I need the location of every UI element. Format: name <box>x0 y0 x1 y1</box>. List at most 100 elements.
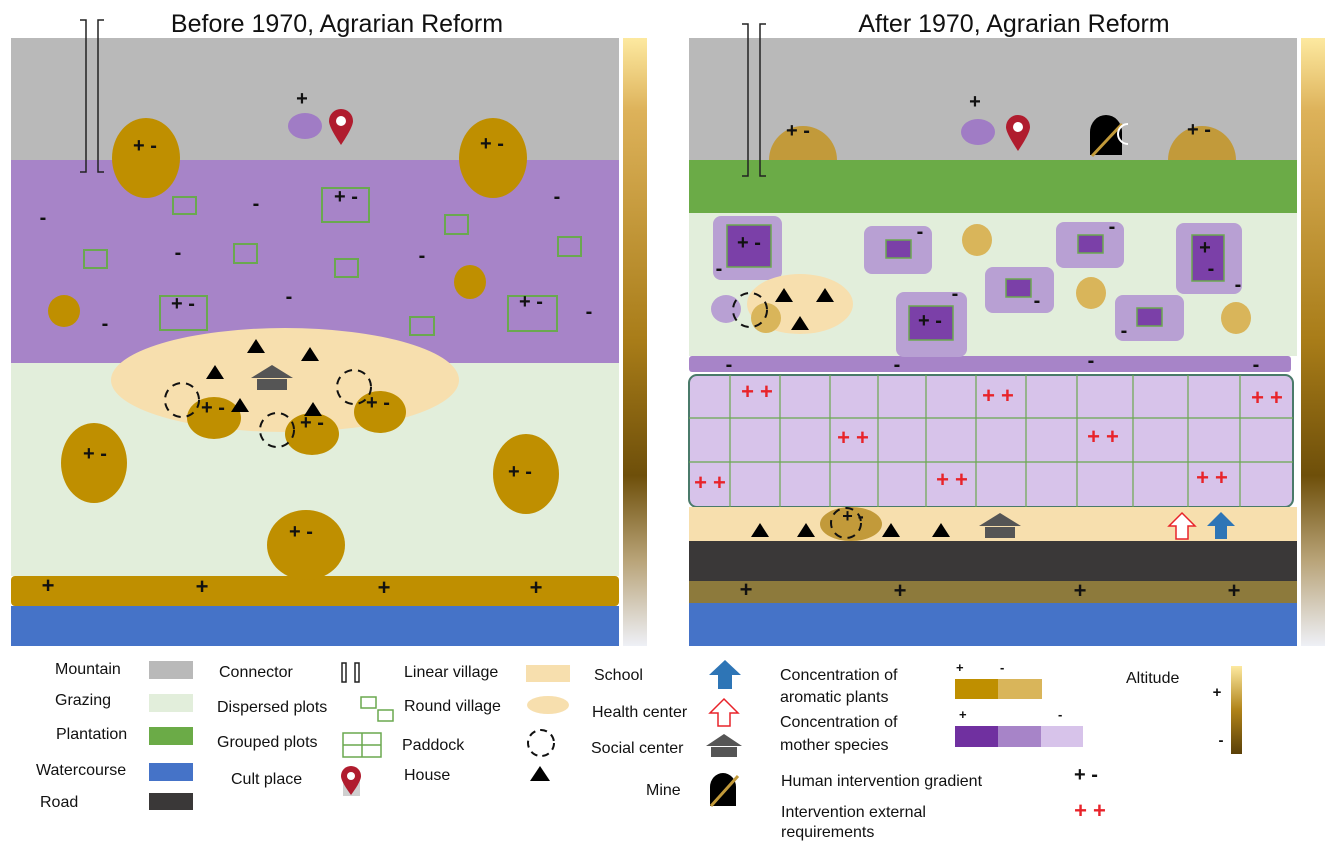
svg-text:+: + <box>196 574 209 599</box>
svg-text:-: - <box>1235 274 1242 296</box>
svg-text:-: - <box>1034 290 1041 312</box>
house-icon <box>304 402 322 416</box>
watercourse <box>11 606 619 646</box>
plantation-zone <box>689 160 1297 213</box>
svg-text:+: + <box>42 573 55 598</box>
svg-text:+: + <box>740 577 753 602</box>
svg-text:+: + <box>378 575 391 600</box>
connector-icon <box>341 662 360 683</box>
mother-high-swatch <box>955 726 998 747</box>
svg-text:-: - <box>175 242 182 264</box>
house-icon <box>206 365 224 379</box>
svg-text:-: - <box>1219 732 1224 749</box>
paddock-icon <box>527 729 555 757</box>
legend-social-center-label: Social center <box>591 740 684 757</box>
legend-mountain-label: Mountain <box>55 661 121 678</box>
dispersed-plots-icon <box>360 696 394 722</box>
svg-text:+ -: + - <box>133 135 157 157</box>
house-icon <box>775 288 793 302</box>
svg-text:+ -: + - <box>366 392 390 414</box>
legend-human-gradient-label: Human intervention gradient <box>781 773 983 790</box>
legend-watercourse-label: Watercourse <box>36 762 126 779</box>
house-icon <box>816 288 834 302</box>
legend-connector-label: Connector <box>219 664 293 681</box>
svg-text:-: - <box>102 313 109 335</box>
legend-conc-mother-line2: mother species <box>780 737 889 754</box>
mine-icon <box>1090 115 1129 158</box>
svg-text:+ -: + - <box>508 461 532 483</box>
aromatic-low-swatch <box>998 679 1042 699</box>
legend-linear-village-label: Linear village <box>404 664 498 681</box>
svg-text:-: - <box>1000 660 1004 675</box>
cult-place-icon <box>1006 115 1030 151</box>
svg-text:+: + <box>959 707 967 722</box>
svg-text:+: + <box>1228 578 1241 603</box>
round-village-swatch <box>527 696 569 714</box>
svg-text:+ -: + - <box>842 506 864 526</box>
svg-text:+ -: + - <box>480 133 504 155</box>
mountain-zone <box>11 38 619 160</box>
svg-text:+: + <box>969 91 981 113</box>
social-center-icon <box>979 513 1021 538</box>
house-icon <box>932 523 950 537</box>
connector-icon <box>80 19 104 173</box>
svg-text:+ +: + + <box>1196 465 1228 490</box>
before-title: Before 1970, Agrarian Reform <box>171 10 503 38</box>
legend-health-center-label: Health center <box>592 704 688 721</box>
svg-text:-: - <box>419 245 426 267</box>
school-icon <box>1207 512 1235 539</box>
house-icon <box>797 523 815 537</box>
svg-text:+ -: + - <box>171 293 195 315</box>
svg-text:+ +: + + <box>1251 385 1283 410</box>
legend-dispersed-plots-label: Dispersed plots <box>217 699 327 716</box>
before-panel: + + - + - + - + - + - + - + - + - + - + … <box>11 19 619 646</box>
svg-text:+ -: + - <box>1074 764 1098 786</box>
svg-text:-: - <box>917 221 924 243</box>
legend-road-swatch <box>149 793 193 810</box>
altitude-bar-before <box>623 38 647 646</box>
legend-grazing-swatch <box>149 694 193 712</box>
legend-round-village-label: Round village <box>404 698 501 715</box>
altitude-legend-bar <box>1231 666 1242 754</box>
road <box>689 541 1297 581</box>
legend-school-label: School <box>594 667 643 684</box>
paddock-icon <box>164 382 200 418</box>
svg-text:-: - <box>726 354 733 376</box>
svg-text:+ -: + - <box>786 120 810 142</box>
svg-text:+ -: + - <box>201 397 225 419</box>
house-icon <box>247 339 265 353</box>
legend: Mountain Grazing Plantation Watercourse … <box>36 660 1242 841</box>
legend-house-label: House <box>404 767 450 784</box>
svg-text:-: - <box>286 286 293 308</box>
legend-external-line2: requirements <box>781 824 874 841</box>
legend-grouped-plots-label: Grouped plots <box>217 734 318 751</box>
house-icon <box>791 316 809 330</box>
svg-text:-: - <box>1109 216 1116 238</box>
legend-cult-place-label: Cult place <box>231 771 302 788</box>
svg-text:+: + <box>894 578 907 603</box>
svg-text:+ -: + - <box>519 291 543 313</box>
mother-mid-swatch <box>998 726 1041 747</box>
legend-watercourse-swatch <box>149 763 193 781</box>
health-center-icon <box>1167 511 1197 540</box>
svg-text:-: - <box>1088 350 1095 372</box>
svg-text:-: - <box>1253 354 1260 376</box>
svg-text:-: - <box>586 301 593 323</box>
paddock-icon <box>259 412 295 448</box>
svg-text:+ -: + - <box>737 232 761 254</box>
after-title: After 1970, Agrarian Reform <box>858 10 1169 38</box>
svg-text:-: - <box>1121 320 1128 342</box>
svg-text:+ +: + + <box>694 470 726 495</box>
svg-text:-: - <box>253 193 260 215</box>
legend-conc-mother-line1: Concentration of <box>780 714 898 731</box>
svg-text:+ -: + - <box>83 443 107 465</box>
house-icon <box>301 347 319 361</box>
svg-text:+ -: + - <box>1187 119 1211 141</box>
social-center-icon <box>706 734 742 757</box>
svg-text:-: - <box>40 207 47 229</box>
aromatic-high-swatch <box>955 679 998 699</box>
connector-icon <box>742 23 766 177</box>
legend-altitude-label: Altitude <box>1126 670 1179 687</box>
watercourse <box>689 603 1297 646</box>
svg-text:+ +: + + <box>982 383 1014 408</box>
